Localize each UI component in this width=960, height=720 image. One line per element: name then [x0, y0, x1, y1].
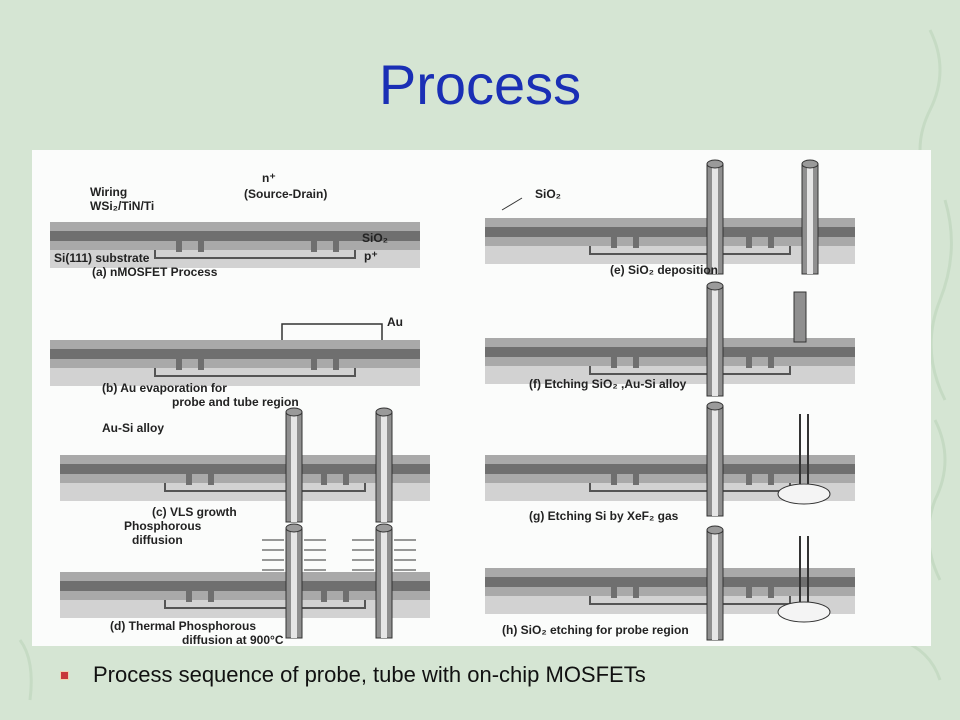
label-substrate: Si(111) substrate — [54, 251, 150, 265]
panel-d: Phosphorous diffusion (d) Thermal Phosph… — [59, 519, 431, 646]
caption-e: (e) SiO₂ deposition — [610, 263, 718, 277]
label-wiring: Wiring — [90, 185, 127, 199]
caption-b-1: (b) Au evaporation for — [102, 381, 227, 395]
label-wsi: WSi₂/TiN/Ti — [90, 199, 154, 213]
label-au: Au — [387, 315, 403, 329]
caption-d-1: (d) Thermal Phosphorous — [110, 619, 256, 633]
caption-d-2: diffusion at 900°C — [182, 633, 284, 646]
label-sio2-a: SiO₂ — [362, 231, 388, 245]
panel-g: (g) Etching Si by XeF₂ gas — [484, 401, 856, 523]
label-phos-1: Phosphorous — [124, 519, 202, 533]
caption-h: (h) SiO₂ etching for probe region — [502, 623, 689, 637]
bullet-text: Process sequence of probe, tube with on-… — [93, 662, 646, 687]
panel-b: Au (b) Au evaporation for probe and tube… — [49, 315, 421, 409]
caption-a: (a) nMOSFET Process — [92, 265, 218, 279]
panel-c: Au-Si alloy (c) VLS growth — [59, 407, 431, 523]
slide-title: Process — [378, 53, 582, 116]
panel-f: (f) Etching SiO₂ ,Au-Si alloy — [484, 281, 856, 397]
bullet-square-icon — [60, 670, 69, 680]
label-sio2-e: SiO₂ — [535, 187, 561, 201]
process-figure: Wiring WSi₂/TiN/Ti n⁺ (Source-Drain) SiO… — [32, 150, 931, 646]
panel-h: (h) SiO₂ etching for probe region — [484, 525, 856, 641]
caption-c: (c) VLS growth — [152, 505, 237, 519]
label-source-drain: (Source-Drain) — [244, 187, 327, 201]
caption-b-2: probe and tube region — [172, 395, 299, 409]
bullet-item: Process sequence of probe, tube with on-… — [60, 660, 646, 690]
caption-g: (g) Etching Si by XeF₂ gas — [529, 509, 679, 523]
label-nplus: n⁺ — [262, 171, 276, 185]
label-pplus: p⁺ — [364, 249, 378, 263]
caption-f: (f) Etching SiO₂ ,Au-Si alloy — [529, 377, 687, 391]
label-au-si-alloy: Au-Si alloy — [102, 421, 164, 435]
panel-a: Wiring WSi₂/TiN/Ti n⁺ (Source-Drain) SiO… — [49, 171, 421, 279]
panel-e: SiO₂ (e) SiO₂ deposition — [484, 159, 856, 277]
label-phos-2: diffusion — [132, 533, 183, 547]
